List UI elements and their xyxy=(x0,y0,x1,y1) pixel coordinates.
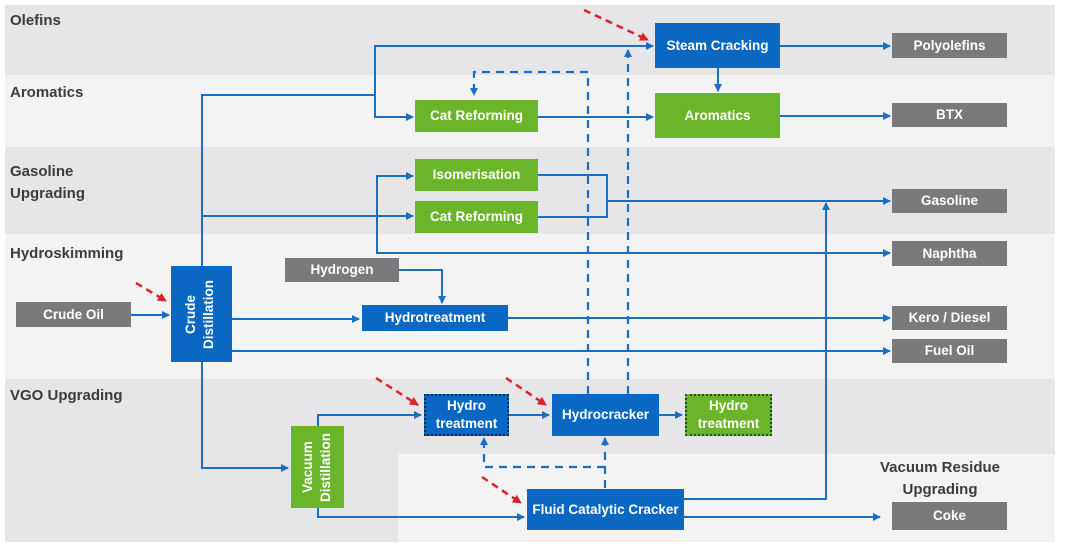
crude-distillation-label: Crude Distillation xyxy=(182,279,216,349)
hydro-treatment-green-unit[interactable]: Hydro treatment xyxy=(685,394,772,436)
highlight-arrow-crude-distillation xyxy=(135,281,167,303)
hydro-treatment-vgo-unit[interactable]: Hydro treatment xyxy=(424,394,509,436)
dashed-fcc-to-hydro-treatment xyxy=(480,437,605,469)
hydrogen-feed[interactable]: Hydrogen xyxy=(285,258,399,282)
fluid-catalytic-cracker-unit[interactable]: Fluid Catalytic Cracker xyxy=(527,489,684,530)
hydrotreatment-unit[interactable]: Hydrotreatment xyxy=(362,305,508,331)
vacuum-distillation-unit[interactable]: Vacuum Distillation xyxy=(291,426,344,508)
product-polyolefins[interactable]: Polyolefins xyxy=(892,33,1007,58)
product-coke[interactable]: Coke xyxy=(892,502,1007,530)
band-label-olefins: Olefins xyxy=(10,12,61,29)
cat-reforming-aromatics-unit[interactable]: Cat Reforming xyxy=(415,100,538,132)
flow-to-naphtha xyxy=(376,216,891,257)
flow-hydrogen-to-hydrotreatment xyxy=(399,269,446,304)
vacuum-distillation-label: Vacuum Distillation xyxy=(299,432,333,502)
crude-oil-feed[interactable]: Crude Oil xyxy=(16,302,131,327)
band-label-vacuum-residue-upgrading: Vacuum Residue Upgrading xyxy=(879,459,1001,498)
highlight-arrow-fcc xyxy=(481,475,522,505)
band-olefins xyxy=(5,5,1055,75)
band-label-gasoline-upgrading: Gasoline Upgrading xyxy=(10,163,85,202)
cat-reforming-gasoline-unit[interactable]: Cat Reforming xyxy=(415,201,538,233)
dashed-hydrocracker-to-cat-reforming xyxy=(470,70,590,394)
band-label-aromatics: Aromatics xyxy=(10,84,84,101)
flow-crude-distillation-to-vacuum-distillation xyxy=(201,362,289,472)
highlight-arrow-hydro-treatment xyxy=(375,376,419,407)
flow-vacuum-to-hydro-treatment xyxy=(317,411,422,426)
band-label-vgo-upgrading: VGO Upgrading xyxy=(10,387,123,404)
aromatics-unit[interactable]: Aromatics xyxy=(655,93,780,138)
flow-crude-distillation-up xyxy=(201,94,375,266)
hydrocracker-unit[interactable]: Hydrocracker xyxy=(552,394,659,436)
product-naphtha[interactable]: Naphtha xyxy=(892,241,1007,266)
product-kero-diesel[interactable]: Kero / Diesel xyxy=(892,306,1007,330)
steam-cracking-unit[interactable]: Steam Cracking xyxy=(655,23,780,68)
flow-vacuum-to-fcc xyxy=(317,508,525,521)
product-gasoline[interactable]: Gasoline xyxy=(892,189,1007,213)
highlight-arrow-steam-cracking xyxy=(583,8,649,42)
crude-distillation-unit[interactable]: Crude Distillation xyxy=(171,266,232,362)
isomerisation-unit[interactable]: Isomerisation xyxy=(415,159,538,191)
flow-isomerisation-out xyxy=(538,174,608,218)
band-label-hydroskimming: Hydroskimming xyxy=(10,245,124,262)
flow-to-isomerisation xyxy=(376,172,414,216)
flow-to-cat-reforming-aromatics xyxy=(374,95,414,121)
highlight-arrow-hydrocracker xyxy=(505,376,547,407)
flow-fcc-to-gasoline xyxy=(684,202,830,500)
product-fuel-oil[interactable]: Fuel Oil xyxy=(892,339,1007,363)
flow-to-steam-cracking xyxy=(374,42,654,95)
product-btx[interactable]: BTX xyxy=(892,103,1007,127)
